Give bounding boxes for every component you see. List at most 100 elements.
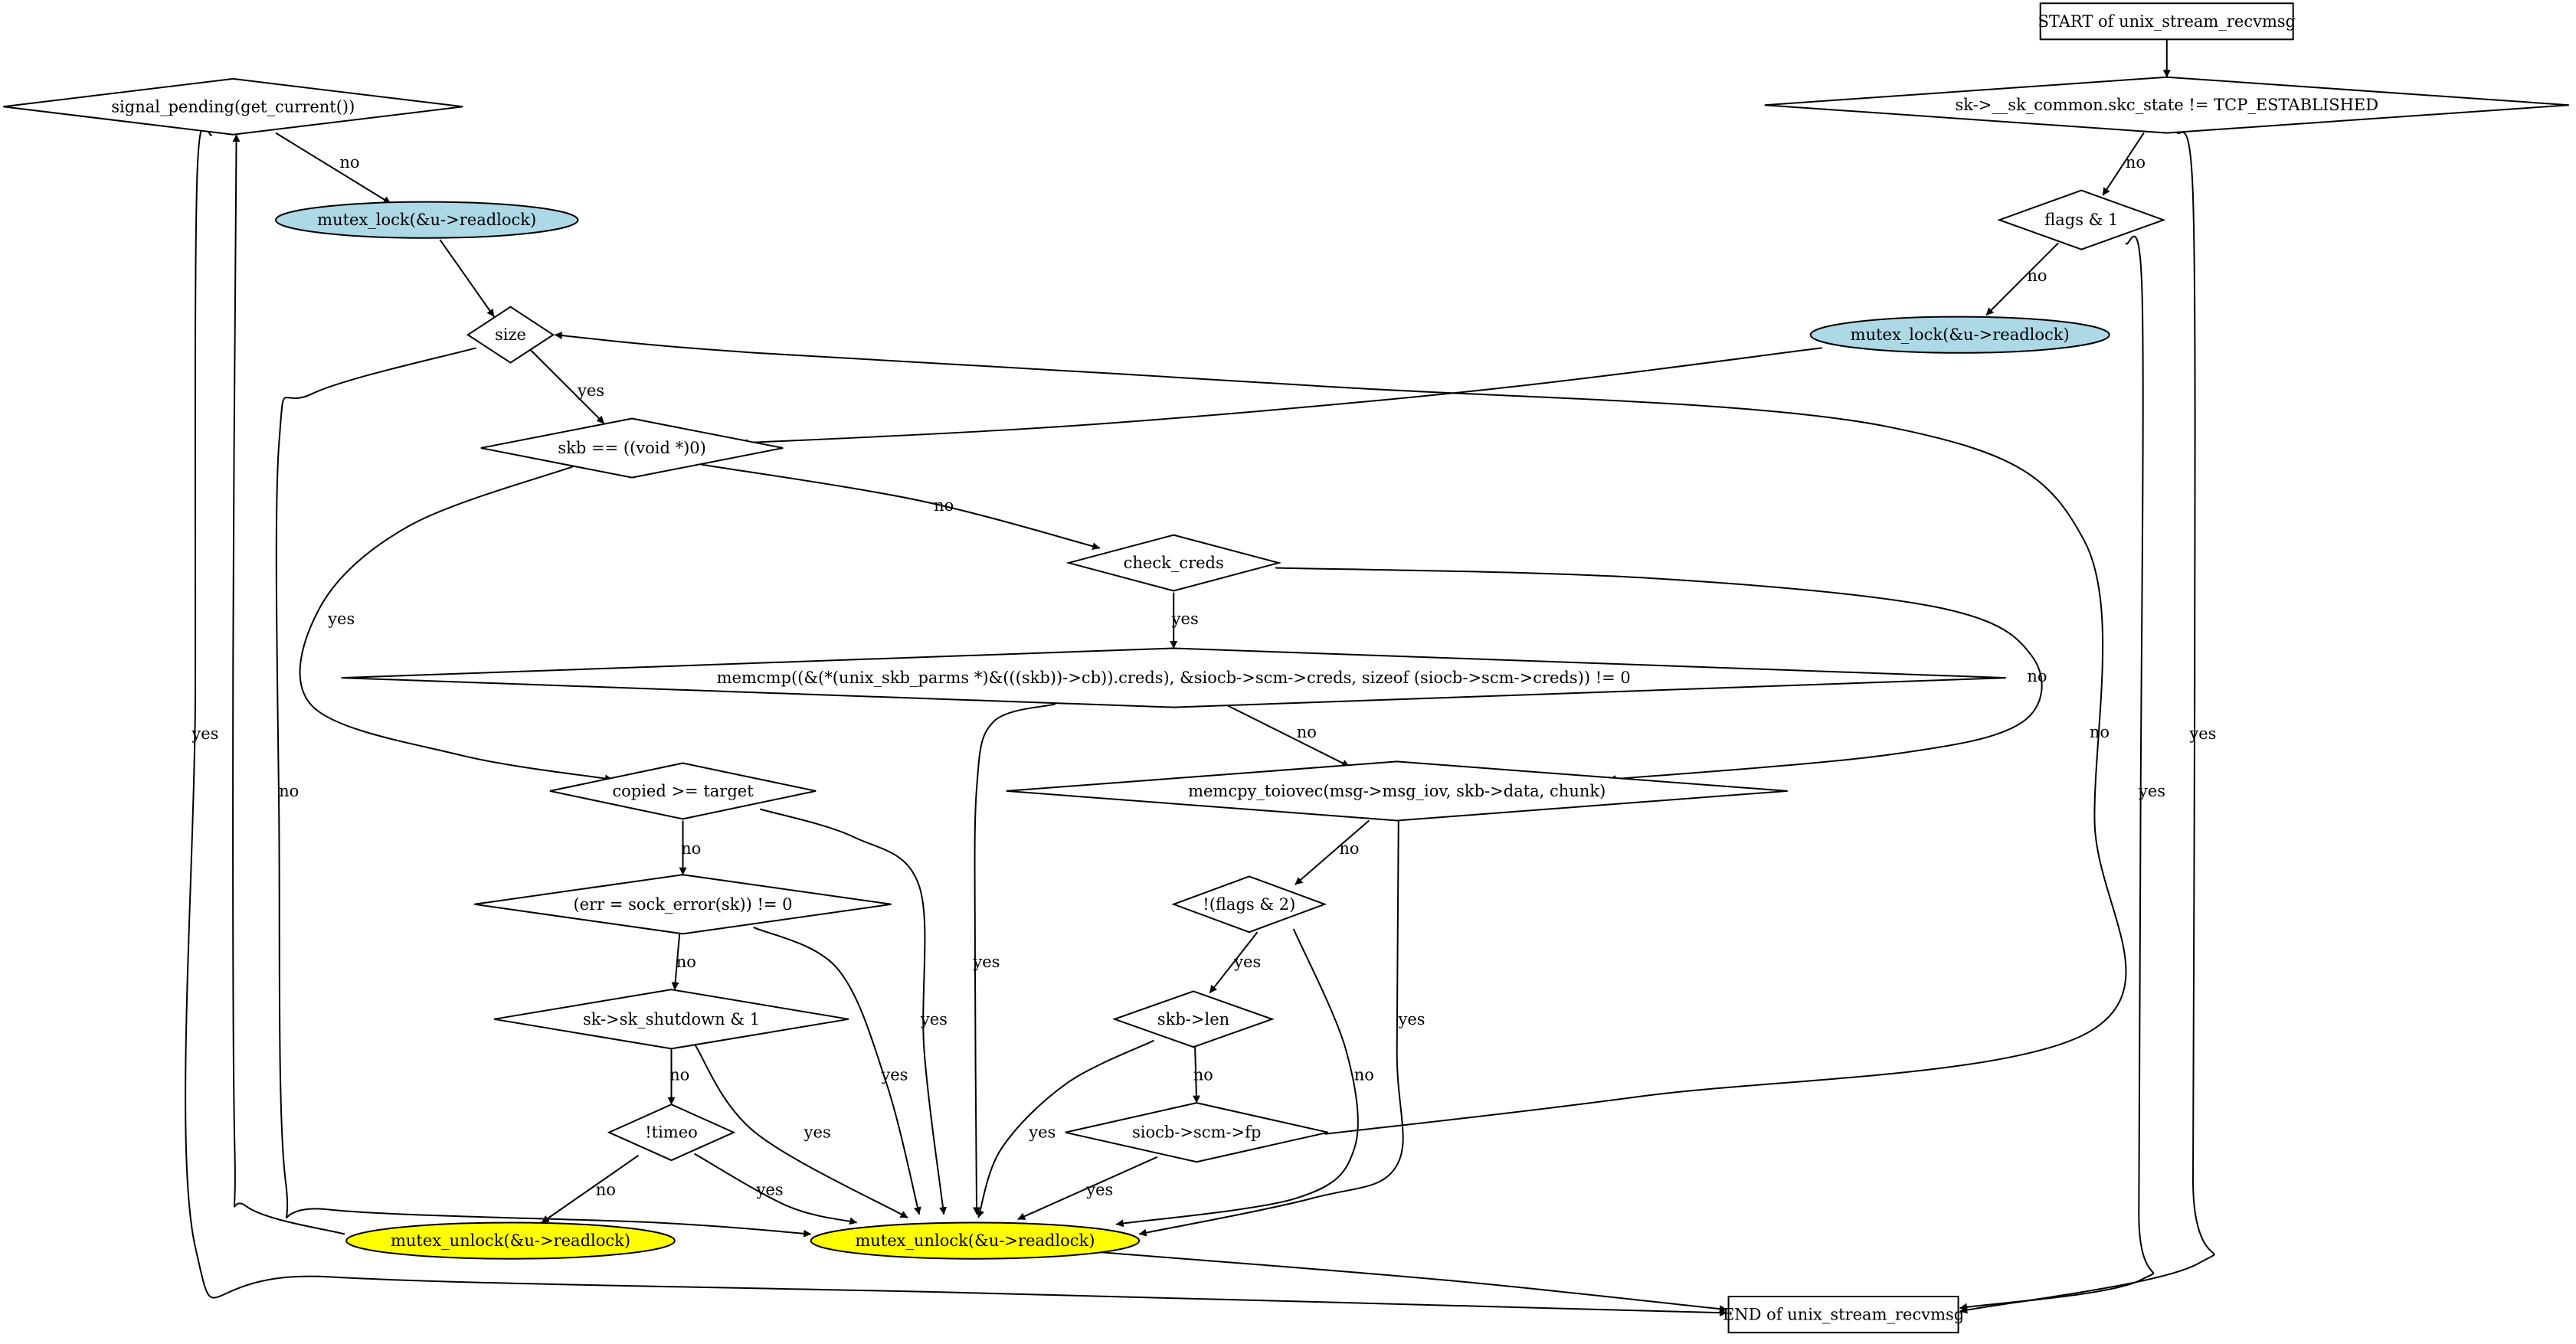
node-label-timeo: !timeo: [645, 1123, 698, 1142]
node-label-lock_left: mutex_lock(&u->readlock): [317, 211, 536, 229]
edge-label-state-flags1: no: [2126, 153, 2146, 172]
node-label-checkcreds: check_creds: [1124, 554, 1224, 572]
edge-labels-layer: no yes no yes no yes yes no no yes yes no no yes no yes…: [191, 153, 2216, 1199]
edge-skblen-unlock: [977, 1039, 1154, 1218]
node-copied: copied >= target: [549, 762, 817, 820]
node-label-start: START of unix_stream_recvmsg: [2038, 12, 2296, 31]
edge-flags2-unlock: [1115, 928, 1359, 1228]
node-shape-flags1: [1997, 189, 2166, 250]
node-memcmp: memcmp((&(*(unix_skb_parms *)&(((skb))->…: [341, 647, 2006, 708]
node-start: START of unix_stream_recvmsg: [2038, 2, 2296, 41]
node-label-sigpend: signal_pending(get_current()): [111, 97, 355, 116]
node-shape-timeo: [607, 1104, 736, 1162]
edge-flags2-skblen: [1209, 931, 1259, 994]
edge-memcpy-flags2: [1295, 819, 1370, 885]
edges-layer: [185, 39, 2215, 1317]
edge-label-memcmp-unlock: yes: [972, 953, 1000, 971]
edge-label-shutdown-timeo: no: [669, 1066, 689, 1084]
edge-skbnull-copied: [299, 465, 613, 783]
node-shape-flags2: [1171, 875, 1327, 934]
edge-label-sockerr-unlock: yes: [880, 1066, 908, 1084]
edge-sigpend-lock_left: [275, 132, 391, 204]
node-label-fp: siocb->scm->fp: [1132, 1123, 1261, 1142]
edge-flags1-lock_right: [1985, 242, 2060, 316]
edge-copied-unlock: [759, 808, 948, 1215]
node-label-state: sk->__sk_common.skc_state != TCP_ESTABLI…: [1955, 96, 2378, 114]
node-timeo: !timeo: [607, 1104, 736, 1162]
edge-shutdown-unlock: [693, 1043, 908, 1218]
edge-lock_right-skbnull: [740, 347, 1822, 447]
node-shape-state: [1764, 76, 2569, 134]
node-checkcreds: check_creds: [1065, 534, 1282, 592]
edge-sigpend-end: [185, 125, 1727, 1317]
node-flags2: !(flags & 2): [1171, 875, 1327, 934]
edge-state-end: [1959, 131, 2215, 1314]
node-label-flags2: !(flags & 2): [1203, 895, 1295, 914]
node-label-lock_right: mutex_lock(&u->readlock): [1851, 325, 2070, 344]
edge-label-flags2-unlock: no: [1354, 1066, 1374, 1084]
node-sigpend: signal_pending(get_current()): [3, 77, 463, 136]
edge-label-skbnull-checkcreds: no: [934, 496, 954, 515]
edge-label-timeo-unlock: yes: [756, 1181, 784, 1199]
node-flags1: flags & 1: [1997, 189, 2166, 250]
node-shape-sockerr: [474, 874, 892, 935]
node-size: size: [466, 306, 555, 364]
edge-label-memcpy-unlock: yes: [1397, 1010, 1425, 1028]
edge-lock_left-size: [439, 239, 495, 318]
node-shape-memcpy: [1006, 760, 1788, 822]
edge-label-sockerr-shutdown: no: [676, 953, 696, 971]
edge-memcmp-memcpy: [1227, 705, 1350, 767]
node-label-copied: copied >= target: [612, 782, 754, 800]
node-shutdown: sk->sk_shutdown & 1: [493, 989, 849, 1050]
edge-label-size-skbnull: yes: [577, 381, 604, 400]
node-skblen: skb->len: [1112, 990, 1275, 1048]
node-shape-unlock_left: [345, 1221, 676, 1260]
edge-memcmp-unlock: [973, 703, 1056, 1215]
node-label-unlock_left: mutex_unlock(&u->readlock): [391, 1231, 630, 1250]
node-skbnull: skb == ((void *)0): [480, 417, 784, 479]
node-label-skblen: skb->len: [1157, 1010, 1229, 1028]
edge-fp-unlock: [1017, 1156, 1158, 1221]
edge-state-flags1: [2102, 132, 2145, 196]
node-shape-start: [2039, 2, 2294, 41]
edge-label-checkcreds-memcmp: yes: [1171, 610, 1199, 628]
node-label-end: END of unix_stream_recvmsg: [1723, 1306, 1964, 1324]
edge-label-checkcreds-memcpy: no: [2027, 667, 2047, 685]
node-shape-end: [1727, 1296, 1959, 1334]
edge-unlock_main-end: [1099, 1251, 1727, 1313]
node-shape-size: [466, 306, 555, 364]
node-label-unlock_main: mutex_unlock(&u->readlock): [855, 1231, 1095, 1250]
edge-sockerr-shutdown: [671, 934, 681, 990]
edge-checkcreds-memcpy: [1275, 567, 2043, 783]
node-unlock_left: mutex_unlock(&u->readlock): [345, 1221, 676, 1260]
node-shape-skblen: [1112, 990, 1275, 1048]
edge-size-unlock: [275, 347, 812, 1238]
node-memcpy: memcpy_toiovec(msg->msg_iov, skb->data, …: [1006, 760, 1788, 822]
edge-label-flags1-lock_right: no: [2027, 267, 2047, 285]
edge-label-memcpy-flags2: no: [1339, 839, 1359, 858]
node-shape-unlock_main: [810, 1221, 1141, 1260]
node-shape-memcmp: [341, 647, 2006, 708]
edge-label-shutdown-unlock: yes: [804, 1123, 831, 1142]
node-shape-checkcreds: [1065, 534, 1282, 592]
edge-label-flags2-skblen: yes: [1233, 953, 1261, 971]
edge-label-memcmp-memcpy: no: [1297, 723, 1317, 741]
edge-label-flags1-end: yes: [2138, 782, 2165, 800]
edge-label-copied-unlock: yes: [920, 1010, 948, 1028]
node-sockerr: (err = sock_error(sk)) != 0: [474, 874, 892, 935]
node-unlock_main: mutex_unlock(&u->readlock): [810, 1221, 1141, 1260]
edge-label-skbnull-copied: yes: [327, 610, 355, 628]
node-label-flags1: flags & 1: [2044, 211, 2118, 229]
edge-label-sigpend-lock_left: no: [339, 153, 359, 172]
node-label-shutdown: sk->sk_shutdown & 1: [583, 1010, 760, 1028]
node-label-size: size: [495, 325, 526, 344]
node-state: sk->__sk_common.skc_state != TCP_ESTABLI…: [1764, 76, 2569, 134]
node-shape-sigpend: [3, 77, 463, 136]
edge-memcpy-unlock: [1138, 820, 1404, 1237]
edge-size-skbnull: [529, 348, 605, 424]
edge-label-fp-unlock: yes: [1085, 1181, 1113, 1199]
edge-label-fp-size: no: [2090, 723, 2110, 741]
node-shape-shutdown: [493, 989, 849, 1050]
edge-timeo-unlock_left: [541, 1154, 640, 1224]
